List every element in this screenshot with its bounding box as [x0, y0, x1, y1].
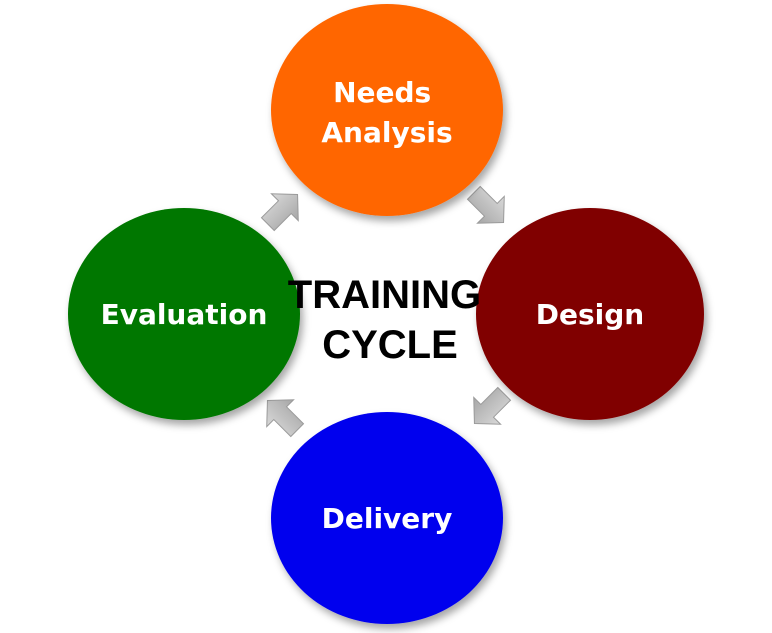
arrow-evaluation-to-needs — [253, 180, 312, 239]
node-design: Design — [476, 208, 704, 420]
node-delivery: Delivery — [271, 412, 503, 624]
node-needs-analysis: Needs Analysis — [271, 4, 503, 216]
center-title-line1: TRAINING — [288, 273, 481, 317]
needs-analysis-circle — [271, 4, 503, 216]
delivery-circle — [271, 412, 503, 624]
svg-text:Needs Analysis: Needs Analysis — [321, 76, 452, 149]
arrow-design-to-delivery — [460, 379, 519, 438]
needs-analysis-label-line1: Needs — [333, 76, 431, 109]
evaluation-circle — [68, 208, 300, 420]
center-title: TRAINING CYCLE — [288, 273, 492, 367]
design-label: Design — [536, 298, 644, 331]
delivery-label: Delivery — [322, 502, 453, 535]
center-title-line2: CYCLE — [322, 323, 458, 367]
node-evaluation: Evaluation — [68, 208, 300, 420]
evaluation-label: Evaluation — [101, 298, 268, 331]
design-circle — [476, 208, 704, 420]
arrow-delivery-to-evaluation — [253, 386, 312, 445]
needs-analysis-label-line2: Analysis — [321, 116, 452, 149]
arrow-needs-to-design — [459, 178, 518, 237]
